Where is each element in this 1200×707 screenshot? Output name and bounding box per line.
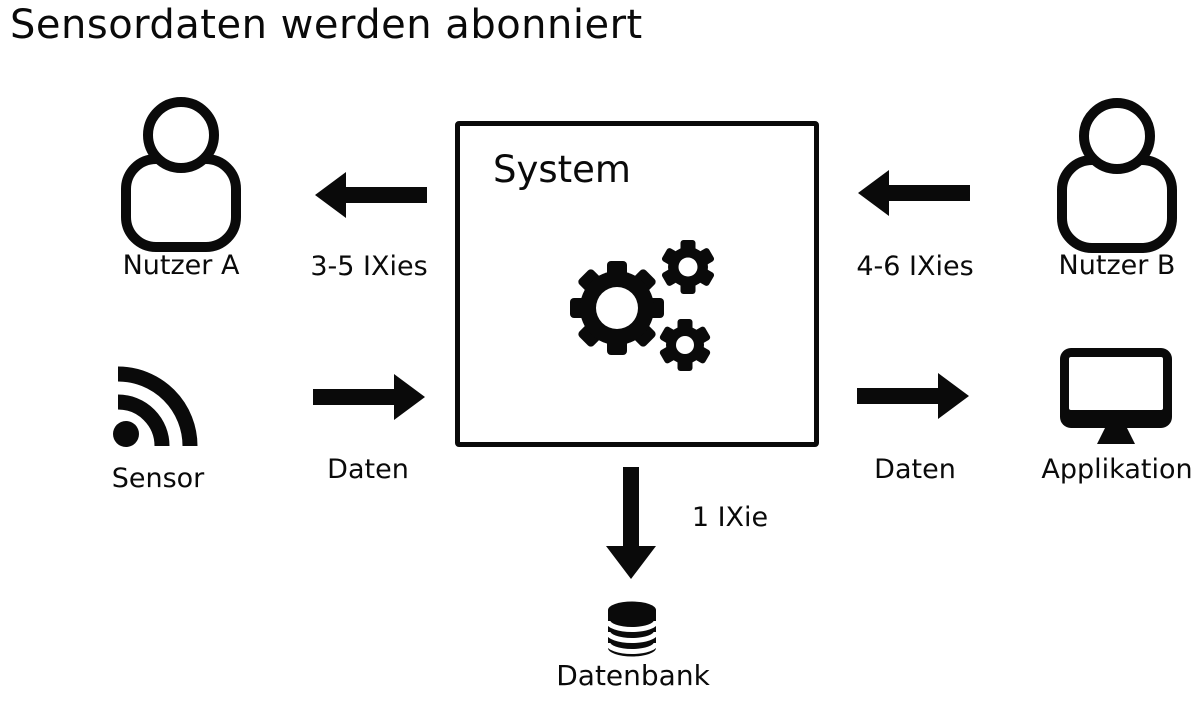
system-label: System — [493, 148, 631, 191]
arrow-right-icon — [313, 374, 425, 420]
person-icon — [1057, 98, 1177, 253]
system-box: System — [455, 121, 819, 447]
flow-label-sensor-to-system: Daten — [327, 454, 409, 485]
arrow-down-icon — [606, 467, 656, 579]
gears-icon — [570, 240, 715, 371]
database-icon — [605, 601, 659, 657]
person-icon — [121, 97, 241, 252]
node-label-datenbank: Datenbank — [556, 659, 710, 692]
diagram-title: Sensordaten werden abonniert — [10, 2, 643, 48]
flow-label-system-to-datenbank: 1 IXie — [691, 502, 769, 533]
node-label-nutzer-a: Nutzer A — [122, 250, 240, 281]
flow-label-system-to-applikation: Daten — [874, 454, 956, 485]
arrow-right-icon — [857, 373, 969, 419]
flow-label-system-to-nutzer-a: 3-5 IXies — [310, 251, 428, 282]
arrow-left-icon — [315, 172, 427, 218]
node-label-nutzer-b: Nutzer B — [1058, 250, 1176, 281]
monitor-icon — [1060, 348, 1172, 444]
node-label-applikation: Applikation — [1041, 454, 1193, 485]
arrow-left-icon — [858, 170, 970, 216]
node-label-sensor: Sensor — [111, 463, 205, 494]
flow-label-nutzer-b-to-system: 4-6 IXies — [856, 251, 974, 282]
rss-sensor-icon — [113, 366, 198, 447]
